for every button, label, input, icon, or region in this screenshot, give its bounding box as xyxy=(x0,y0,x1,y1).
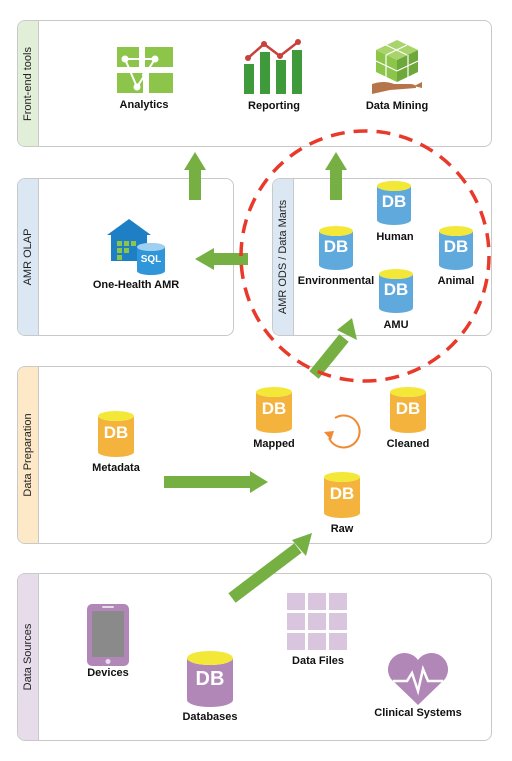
ods-side-tab: AMR ODS / Data Marts xyxy=(273,179,294,335)
metadata-label: Metadata xyxy=(92,462,140,474)
raw-label: Raw xyxy=(330,523,354,535)
databases-label: Databases xyxy=(182,711,238,723)
ods-layer-title: AMR ODS / Data Marts xyxy=(277,199,289,315)
sql-badge-text: SQL xyxy=(140,254,162,265)
clinical-systems-label: Clinical Systems xyxy=(374,707,462,719)
reporting-label: Reporting xyxy=(248,100,300,112)
human-label: Human xyxy=(376,231,414,243)
olap-side-tab: AMR OLAP xyxy=(18,179,39,335)
data-files-icon xyxy=(287,593,349,653)
analytics-label: Analytics xyxy=(119,99,169,111)
cleaned-db-text: DB xyxy=(395,399,421,418)
device-icon xyxy=(86,603,130,667)
data-mining-label: Data Mining xyxy=(365,100,429,112)
animal-label: Animal xyxy=(437,275,475,287)
frontend-layer-title: Front-end tools xyxy=(22,46,34,121)
raw-db-text: DB xyxy=(329,484,355,503)
data-files-label: Data Files xyxy=(292,655,344,667)
databases-db-text: DB xyxy=(195,668,225,690)
metadata-db-icon: DB xyxy=(97,410,135,458)
amu-db-icon: DB xyxy=(378,268,414,314)
mapped-label: Mapped xyxy=(253,438,295,450)
mapped-db-icon: DB xyxy=(255,386,293,434)
cleaned-label: Cleaned xyxy=(386,438,430,450)
amu-label: AMU xyxy=(383,319,409,331)
metadata-db-text: DB xyxy=(103,423,129,442)
raw-db-icon: DB xyxy=(323,471,361,519)
databases-db-icon: DB xyxy=(186,650,234,708)
olap-layer-title: AMR OLAP xyxy=(22,228,34,286)
environmental-label: Environmental xyxy=(297,275,375,287)
animal-db-text: DB xyxy=(443,237,469,256)
cleaned-db-icon: DB xyxy=(389,386,427,434)
human-db-text: DB xyxy=(381,192,407,211)
environmental-db-icon: DB xyxy=(318,225,354,271)
one-health-amr-label: One-Health AMR xyxy=(92,279,180,291)
sources-layer-title: Data Sources xyxy=(22,623,34,691)
environmental-db-text: DB xyxy=(323,237,349,256)
cycle-icon xyxy=(321,412,363,452)
devices-label: Devices xyxy=(87,667,129,679)
sources-side-tab: Data Sources xyxy=(18,574,39,740)
amu-db-text: DB xyxy=(383,280,409,299)
frontend-layer: Front-end tools xyxy=(17,20,492,147)
frontend-side-tab: Front-end tools xyxy=(18,21,39,146)
reporting-icon xyxy=(242,38,306,96)
warehouse-sql-icon: SQL xyxy=(105,217,167,277)
heart-pulse-icon xyxy=(385,651,451,707)
data-mining-icon xyxy=(370,38,424,96)
animal-db-icon: DB xyxy=(438,225,474,271)
analytics-icon xyxy=(115,45,175,95)
human-db-icon: DB xyxy=(376,180,412,226)
prep-layer-title: Data Preparation xyxy=(22,413,34,497)
prep-side-tab: Data Preparation xyxy=(18,367,39,543)
mapped-db-text: DB xyxy=(261,399,287,418)
